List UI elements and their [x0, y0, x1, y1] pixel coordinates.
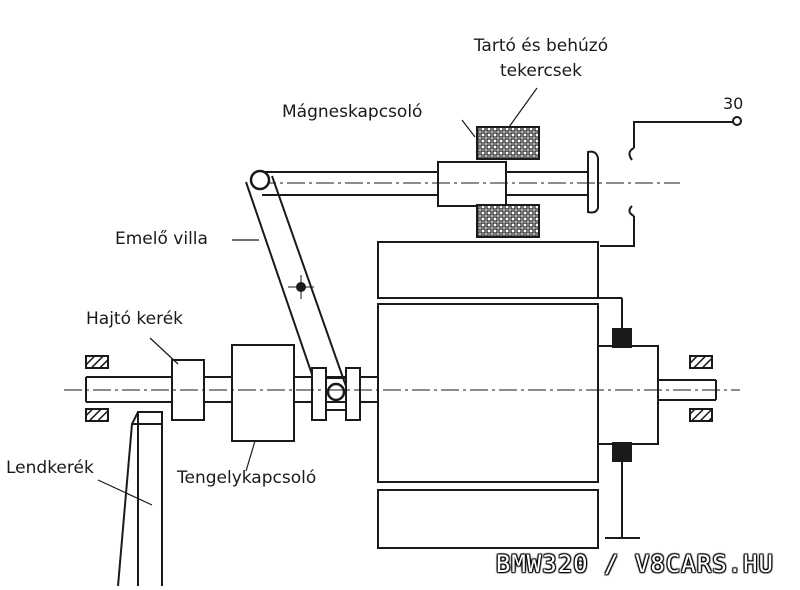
field-housing-upper [377, 241, 599, 299]
solenoid-coils [476, 126, 540, 238]
fork-label: Emelő villa [115, 229, 208, 249]
bearings [85, 355, 713, 422]
solenoid-plunger-rod [262, 171, 590, 196]
flywheel-label: Lendkerék [6, 458, 94, 478]
coils-label-line1: Tartó és behúzó [473, 36, 609, 56]
pinion-gear [171, 359, 205, 421]
field-housing-lower [377, 489, 599, 549]
coils-label-line2: tekercsek [500, 61, 582, 81]
armature [377, 303, 599, 483]
overrunning-clutch [231, 344, 295, 442]
pinion-label: Hajtó kerék [86, 309, 184, 329]
commutator [597, 345, 659, 445]
contact-disc [587, 150, 599, 214]
clutch-label: Tengelykapcsoló [177, 468, 317, 488]
brushes [598, 297, 640, 539]
engaging-fork [245, 169, 349, 402]
terminal-30-wiring [600, 116, 742, 247]
terminal-30-label: 30 [723, 94, 744, 113]
engagement-collar [311, 367, 361, 421]
watermark: BMW320 / V8CARS.HU [495, 550, 774, 578]
solenoid-plunger [437, 161, 507, 207]
solenoid-label: Mágneskapcsoló [282, 102, 423, 122]
leader-lines [97, 87, 538, 506]
coils-label: Tartó és behúzó tekercsek [470, 38, 612, 80]
